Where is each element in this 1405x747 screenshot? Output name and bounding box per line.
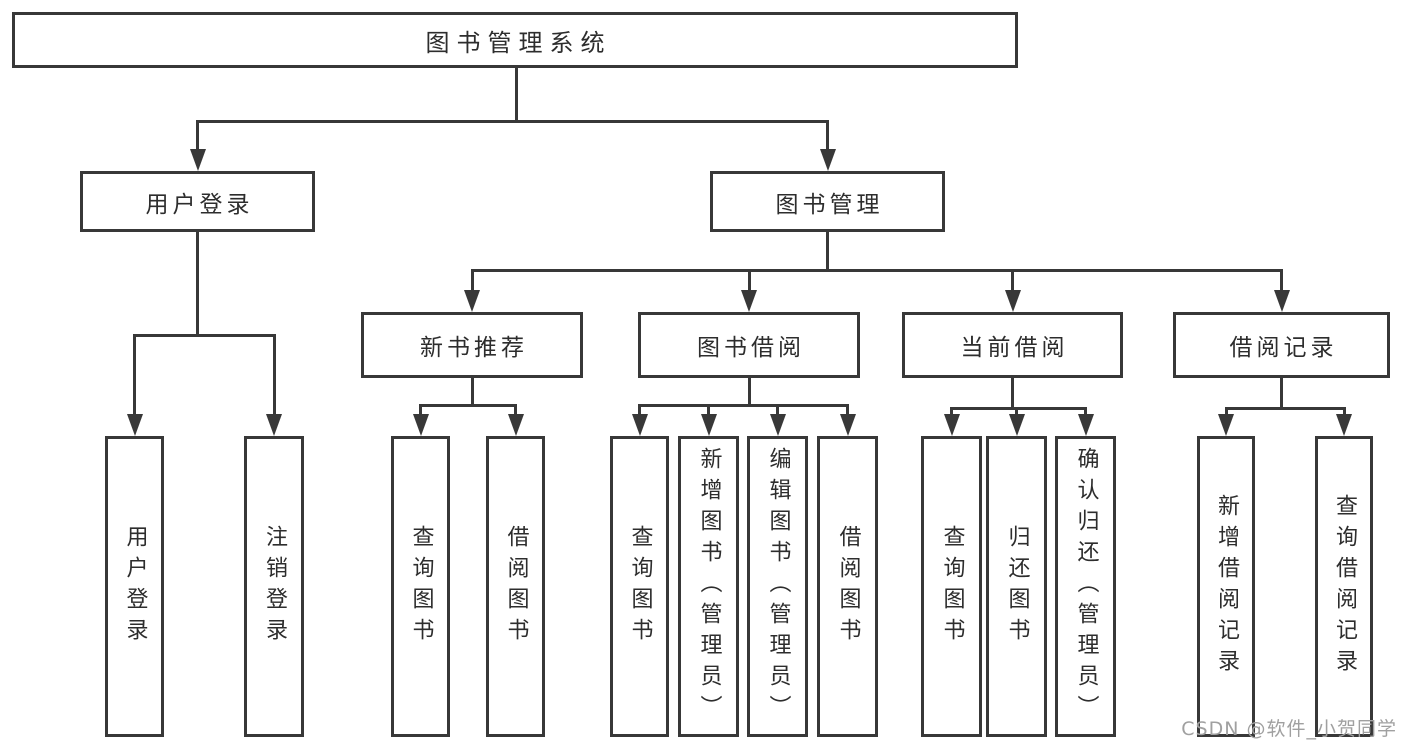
arrowhead-current-borrow bbox=[1005, 290, 1021, 312]
arrowhead-new-book-recommend bbox=[464, 290, 480, 312]
arrowhead-leaf-logout bbox=[266, 414, 282, 436]
arrowhead-borrow-record bbox=[1274, 290, 1290, 312]
connector-new-book-bar bbox=[419, 404, 517, 407]
leaf-query-borrow-record: 查询借阅记录 bbox=[1315, 436, 1373, 737]
connector-current-borrow-stub bbox=[1011, 378, 1014, 410]
arrowhead-query-book-current bbox=[944, 414, 960, 436]
arrowhead-edit-book bbox=[770, 414, 786, 436]
node-current-borrow: 当前借阅 bbox=[902, 312, 1123, 378]
arrowhead-book-borrow bbox=[741, 290, 757, 312]
connector-book-management-stub bbox=[826, 232, 829, 272]
connector-book-borrow-stub bbox=[748, 378, 751, 407]
leaf-edit-book-admin: 编辑图书（管理员） bbox=[747, 436, 808, 737]
connector-drop-book-management bbox=[826, 120, 829, 152]
connector-root-stub bbox=[515, 68, 518, 123]
arrowhead-leaf-user-login bbox=[127, 414, 143, 436]
arrowhead-user-login bbox=[190, 149, 206, 171]
node-book-borrow: 图书借阅 bbox=[638, 312, 860, 378]
node-root: 图书管理系统 bbox=[12, 12, 1018, 68]
node-book-management: 图书管理 bbox=[710, 171, 945, 232]
arrowhead-query-book-recommend bbox=[413, 414, 429, 436]
node-borrow-record: 借阅记录 bbox=[1173, 312, 1390, 378]
connector-user-login-bar bbox=[133, 334, 276, 337]
connector-new-book-stub bbox=[471, 378, 474, 407]
csdn-watermark: CSDN @软件_小贺同学 bbox=[1181, 718, 1397, 740]
arrowhead-return-book bbox=[1009, 414, 1025, 436]
connector-borrow-record-bar bbox=[1225, 407, 1346, 410]
connector-drop-new-book-recommend bbox=[471, 269, 474, 293]
leaf-query-book-borrow: 查询图书 bbox=[610, 436, 669, 737]
connector-book-borrow-bar bbox=[638, 404, 849, 407]
connector-drop-query-book-recommend bbox=[419, 404, 422, 418]
arrowhead-borrow-book-recommend bbox=[508, 414, 524, 436]
connector-drop-return-book bbox=[1015, 407, 1018, 418]
connector-drop-borrow-record bbox=[1280, 269, 1283, 293]
leaf-user-login: 用户登录 bbox=[105, 436, 164, 737]
arrowhead-add-book bbox=[701, 414, 717, 436]
connector-user-login-stub bbox=[196, 232, 199, 337]
connector-drop-current-borrow bbox=[1011, 269, 1014, 293]
leaf-borrow-book: 借阅图书 bbox=[817, 436, 878, 737]
arrowhead-book-management bbox=[820, 149, 836, 171]
leaf-confirm-return-admin: 确认归还（管理员） bbox=[1055, 436, 1116, 737]
connector-drop-add-book bbox=[707, 404, 710, 418]
connector-drop-confirm-return bbox=[1084, 407, 1087, 418]
leaf-logout: 注销登录 bbox=[244, 436, 304, 737]
leaf-add-book-admin: 新增图书（管理员） bbox=[678, 436, 739, 737]
connector-borrow-record-stub bbox=[1280, 378, 1283, 410]
node-new-book-recommend: 新书推荐 bbox=[361, 312, 583, 378]
connector-drop-leaf-logout bbox=[273, 334, 276, 418]
connector-drop-borrow-book bbox=[846, 404, 849, 418]
leaf-return-book: 归还图书 bbox=[986, 436, 1047, 737]
connector-drop-borrow-book-recommend bbox=[514, 404, 517, 418]
connector-current-borrow-bar bbox=[950, 407, 1087, 410]
connector-book-management-bar bbox=[471, 269, 1283, 272]
connector-root-bar bbox=[196, 120, 829, 123]
connector-drop-book-borrow bbox=[748, 269, 751, 293]
arrowhead-borrow-book bbox=[840, 414, 856, 436]
connector-drop-add-record bbox=[1225, 407, 1228, 418]
connector-drop-query-book-current bbox=[950, 407, 953, 418]
arrowhead-add-record bbox=[1218, 414, 1234, 436]
connector-drop-query-record bbox=[1343, 407, 1346, 418]
connector-drop-edit-book bbox=[776, 404, 779, 418]
connector-drop-user-login bbox=[196, 120, 199, 152]
arrowhead-query-record bbox=[1336, 414, 1352, 436]
leaf-query-book-current: 查询图书 bbox=[921, 436, 982, 737]
connector-drop-query-book-borrow bbox=[638, 404, 641, 418]
arrowhead-query-book-borrow bbox=[632, 414, 648, 436]
connector-drop-leaf-user-login bbox=[133, 334, 136, 418]
node-user-login: 用户登录 bbox=[80, 171, 315, 232]
leaf-borrow-book-recommend: 借阅图书 bbox=[486, 436, 545, 737]
leaf-add-borrow-record: 新增借阅记录 bbox=[1197, 436, 1255, 737]
leaf-query-book-recommend: 查询图书 bbox=[391, 436, 450, 737]
arrowhead-confirm-return bbox=[1078, 414, 1094, 436]
